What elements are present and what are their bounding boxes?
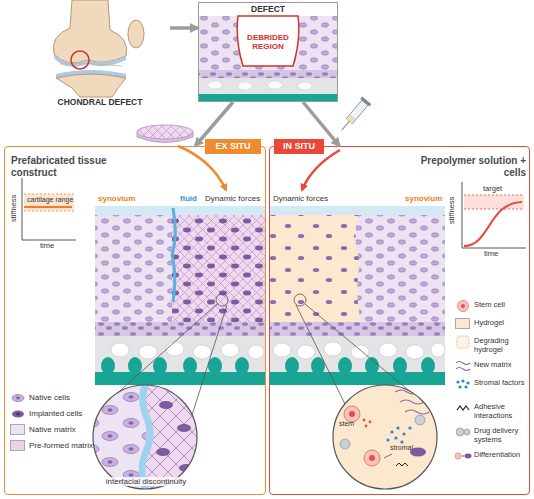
- annotation-label: target: [483, 185, 523, 194]
- legend-text: Drug delivery systems: [474, 427, 528, 444]
- annotation-label: stiffness: [448, 192, 457, 228]
- node-title: DEFECT: [199, 5, 337, 15]
- legend-text: Degrading hydrogel: [474, 337, 528, 354]
- node-title: IN SITU: [274, 141, 324, 151]
- legend-text: Differentiation: [474, 451, 530, 460]
- annotation-label: Dynamic forces: [273, 194, 333, 203]
- legend-icon: [10, 392, 26, 404]
- annotation-label: synovium: [405, 194, 445, 203]
- flow-arrow: [170, 26, 198, 30]
- method-tag: IN SITU: [274, 139, 324, 154]
- node-title: Prefabricated tissue construct: [11, 155, 111, 178]
- legend-text: Stromal factors: [474, 379, 528, 388]
- annotation-label: Dynamic forces: [205, 194, 265, 203]
- annotation-label: stromal: [390, 444, 424, 452]
- legend-text: Implanted cells: [29, 409, 93, 418]
- node-text: DEBRIDED REGION: [243, 33, 293, 51]
- annotation-label: stem: [339, 420, 363, 428]
- legend-swatch: [455, 318, 470, 329]
- legend-icon: [455, 426, 471, 438]
- legend-icon: [10, 408, 26, 420]
- legend-icon: [455, 300, 471, 312]
- legend-icon: [455, 336, 471, 348]
- annotation-label: fluid: [180, 194, 204, 203]
- tissue-section: [95, 192, 445, 390]
- injection-arrow: [302, 150, 340, 190]
- annotation-label: cartilage range: [27, 196, 77, 204]
- legend-text: Hydrogel: [474, 319, 528, 328]
- annotation-label: time: [40, 242, 70, 251]
- annotation-label: stiffness: [10, 190, 19, 226]
- defect-box: DEFECT DEBRIDED REGION: [198, 2, 338, 102]
- knee-node: CHONDRAL DEFECT: [30, 0, 170, 112]
- legend-text: Pre-formed matrix: [29, 441, 99, 450]
- legend-icon: [455, 402, 471, 414]
- annotation-label: interfacial discontinuity: [96, 477, 196, 486]
- zoom-interface-left: [90, 382, 202, 492]
- legend-text: New matrix: [474, 361, 528, 370]
- stiffness-chart-right: [462, 182, 526, 248]
- legend-text: Native matrix: [29, 425, 93, 434]
- node-title: CHONDRAL DEFECT: [40, 98, 160, 108]
- legend-text: Adhesive interactions: [474, 403, 528, 420]
- legend-swatch: [10, 424, 25, 435]
- annotation-label: synovium: [98, 194, 148, 203]
- zoom-interface-right: [330, 382, 440, 492]
- node-title: EX SITU: [205, 141, 261, 151]
- legend-icon: [455, 450, 471, 462]
- knee-illustration: [53, 0, 144, 97]
- flow-arrow: [303, 102, 339, 146]
- node-title: Prepolymer solution + cells: [420, 155, 526, 178]
- legend-icon: [455, 360, 471, 372]
- legend-text: Native cells: [29, 393, 93, 402]
- defect-illustration: [199, 16, 337, 101]
- construct-disk: [137, 125, 226, 190]
- legend-text: Stem cell: [474, 301, 528, 310]
- annotation-label: time: [484, 250, 514, 259]
- method-tag: EX SITU: [205, 139, 261, 154]
- flow-arrow: [195, 102, 233, 146]
- syringe: [337, 97, 371, 135]
- legend-swatch: [10, 440, 25, 451]
- legend-icon: [455, 378, 471, 390]
- stiffness-chart-left: [22, 178, 76, 240]
